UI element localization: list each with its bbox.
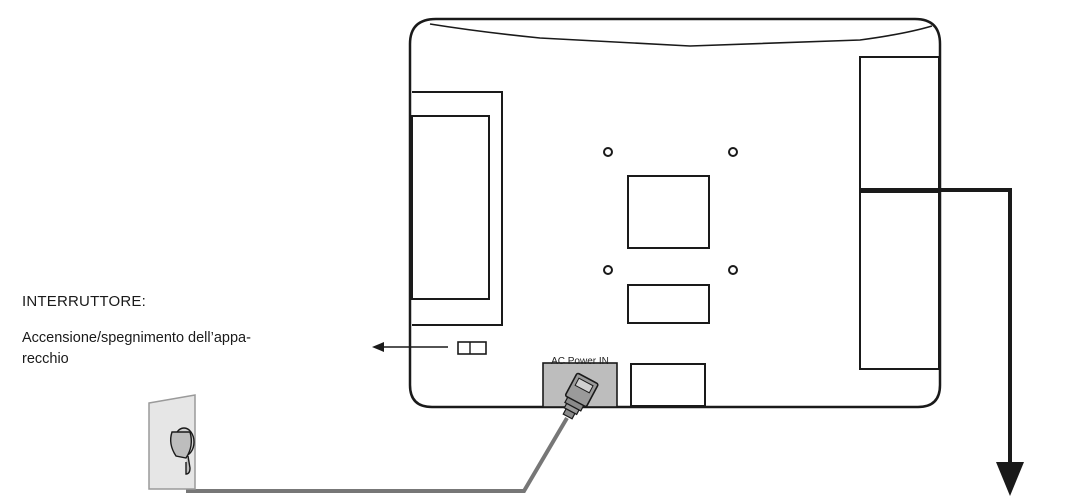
power-switch[interactable] (457, 341, 487, 355)
device-body-outline (408, 17, 942, 409)
center-block-lower (627, 284, 710, 324)
right-side-panel (859, 56, 940, 370)
mount-hole-bottom-right (728, 265, 738, 275)
switch-label-description: Accensione/spegnimento dell’appa- recchi… (22, 330, 251, 367)
arrow-down-icon (860, 188, 1024, 496)
ac-power-port-label: AC Power IN (551, 356, 609, 367)
device-top-contour (429, 23, 933, 47)
bottom-port (630, 363, 706, 407)
left-side-panel (412, 91, 503, 326)
mount-hole-bottom-left (603, 265, 613, 275)
switch-label-title: INTERRUTTORE: (22, 293, 146, 310)
arrow-left-icon (372, 342, 448, 352)
mount-hole-top-right (728, 147, 738, 157)
power-plug-icon (562, 372, 599, 420)
power-cable (186, 416, 569, 493)
left-side-inset (411, 115, 490, 300)
wall-socket-icon (148, 394, 196, 490)
center-block-upper (627, 175, 710, 249)
mount-hole-top-left (603, 147, 613, 157)
